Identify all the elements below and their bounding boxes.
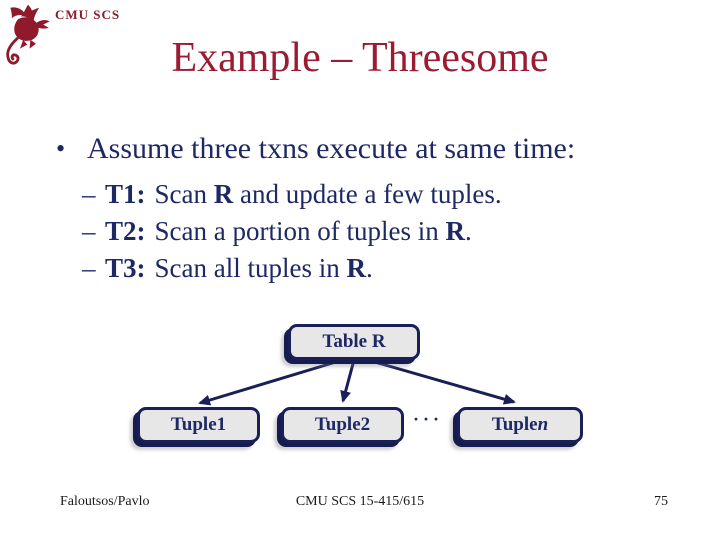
footer-authors: Faloutsos/Pavlo	[60, 494, 150, 509]
scs-dragon-icon	[6, 4, 50, 65]
tuple-label: Tuple	[314, 414, 361, 435]
sub-bullet-line: –T1: Scan R and update a few tuples.	[82, 176, 502, 213]
relation-name: R	[213, 179, 234, 209]
tuple-2-box: Tuple 2	[281, 407, 404, 443]
sub-bullet-text: and update a few tuples.	[233, 179, 502, 209]
tuple-label: Tuple	[491, 414, 538, 435]
sub-bullet-marker: –	[82, 179, 96, 209]
sub-bullet-list: –T1:Scan R and update a few tuples.–T2:S…	[82, 176, 502, 287]
sub-bullet-marker: –	[82, 216, 96, 246]
bullet-marker: •	[56, 134, 66, 163]
sub-bullet-line: –T2: Scan a portion of tuples in R.	[82, 213, 502, 250]
sub-bullet-text: .	[464, 216, 472, 246]
sub-bullet-text: Scan a portion of tuples in	[154, 216, 446, 246]
txn-label: T1:	[105, 179, 146, 209]
slide-title: Example – Threesome	[171, 35, 549, 81]
sub-bullet-text: Scan	[154, 179, 214, 209]
txn-label: T2:	[105, 216, 146, 246]
table-r-label: Table R	[322, 331, 386, 352]
txn-label: T3:	[105, 253, 146, 283]
relation-name: R	[445, 216, 465, 246]
ellipsis-dots: ···	[412, 409, 443, 429]
relation-name: R	[346, 253, 366, 283]
footer-page-number: 75	[654, 494, 668, 509]
main-bullet-text: Assume three txns execute at same time:	[87, 132, 576, 165]
tuple-index: 1	[216, 414, 227, 435]
tuple-index: n	[537, 414, 549, 435]
table-r-box: Table R	[288, 324, 420, 360]
sub-bullet-line: –T3: Scan all tuples in R.	[82, 250, 502, 287]
tuple-label: Tuple	[170, 414, 217, 435]
sub-bullet-text: Scan all tuples in	[154, 253, 347, 283]
tuple-n-box: Tuple n	[457, 407, 583, 443]
tuple-index: 2	[360, 414, 371, 435]
brand-text: CMU SCS	[55, 7, 121, 22]
footer-course: CMU SCS 15-415/615	[295, 494, 425, 509]
main-bullet: • Assume three txns execute at same time:	[56, 132, 575, 166]
arrow-to-tuple-2	[340, 359, 356, 403]
arrow-to-tuple-1	[198, 356, 350, 406]
diagram-arrows	[198, 356, 516, 406]
tuple-1-box: Tuple 1	[137, 407, 260, 443]
sub-bullet-text: .	[365, 253, 373, 283]
arrow-to-tuple-n	[360, 356, 516, 405]
sub-bullet-marker: –	[82, 253, 96, 283]
